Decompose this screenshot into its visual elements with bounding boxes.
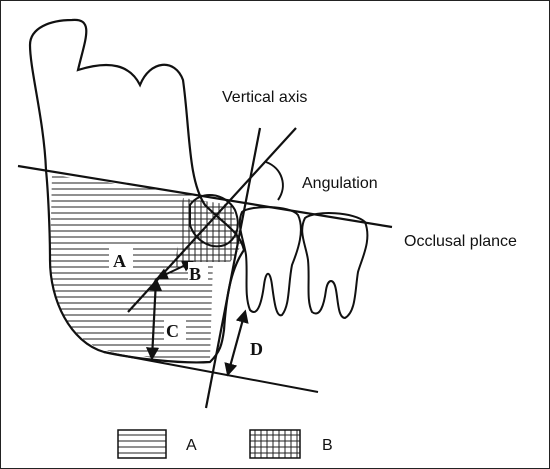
label-measure-d: D	[250, 339, 263, 359]
label-measure-c: C	[166, 321, 179, 341]
label-occlusal-plane: Occlusal plance	[404, 233, 517, 250]
legend-swatch-a	[118, 430, 166, 458]
legend-label-b: B	[322, 437, 333, 454]
molar-tooth-2	[302, 213, 367, 318]
label-region-b: B	[189, 264, 201, 284]
arrow-d	[228, 312, 245, 374]
label-vertical-axis: Vertical axis	[222, 89, 307, 106]
legend-label-a: A	[186, 437, 197, 454]
molar-tooth-1	[240, 207, 301, 315]
legend: A B	[118, 430, 333, 458]
label-region-a: A	[113, 251, 126, 271]
label-angulation: Angulation	[302, 175, 378, 192]
angulation-arc	[266, 162, 283, 200]
legend-swatch-b	[250, 430, 300, 458]
